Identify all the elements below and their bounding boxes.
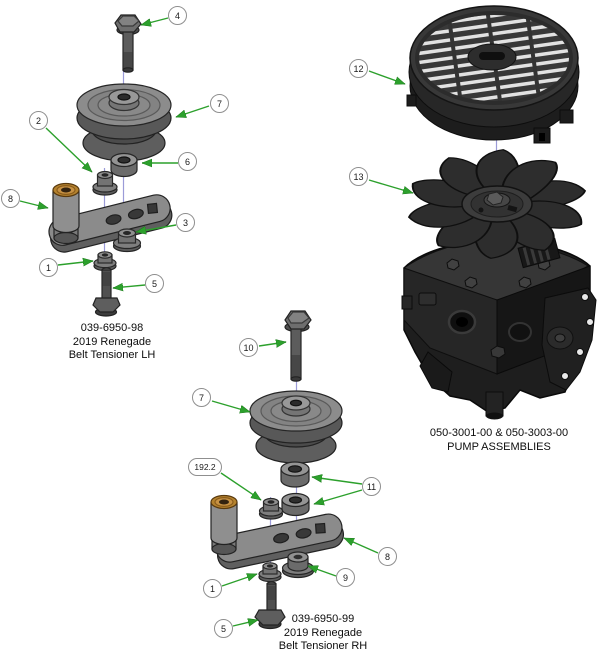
- spacer-11-lower: [281, 492, 310, 517]
- tensioner-arm-rh: [210, 494, 345, 570]
- idler-pulley-rh: [249, 390, 343, 464]
- rh-part-number: 039-6950-99: [291, 613, 355, 625]
- callout-7-lh: 7: [210, 94, 229, 113]
- hex-bolt-10: [284, 310, 312, 382]
- idler-pulley-lh: [76, 83, 172, 162]
- callout-11: 11: [362, 477, 381, 496]
- caption-belt-tensioner-lh: 039-6950-98 2019 Renegade Belt Tensioner…: [37, 322, 187, 363]
- callout-arrows: [19, 17, 413, 627]
- pump-assembly: [401, 5, 597, 420]
- pump-part-numbers: 050-3001-00 & 050-3003-00: [429, 427, 569, 439]
- lh-assembly: [48, 14, 173, 317]
- spacer-6: [110, 152, 138, 178]
- flanged-spacer-9: [281, 551, 315, 579]
- rh-description: Belt Tensioner RH: [278, 640, 368, 652]
- hex-bolt-5-lh: [92, 267, 121, 317]
- callout-1-rh: 1: [203, 579, 222, 598]
- callout-13: 13: [349, 167, 368, 186]
- flange-nut-2: [92, 170, 118, 196]
- callout-5-lh: 5: [145, 274, 164, 293]
- lh-model: 2019 Renegade: [72, 335, 152, 348]
- tensioner-arm-lh: [48, 182, 173, 253]
- cooling-fan: [402, 145, 592, 263]
- callout-4: 4: [168, 6, 187, 25]
- callout-192-2: 192.2: [188, 458, 222, 476]
- flange-nut-3: [112, 228, 142, 253]
- lh-description: Belt Tensioner LH: [68, 349, 156, 361]
- rh-model: 2019 Renegade: [283, 626, 363, 639]
- callout-9: 9: [336, 568, 355, 587]
- flange-nut-1-rh: [258, 562, 282, 583]
- pump-description: PUMP ASSEMBLIES: [447, 440, 551, 453]
- callout-2: 2: [29, 111, 48, 130]
- callout-8-lh: 8: [1, 189, 20, 208]
- callout-3: 3: [176, 213, 195, 232]
- callout-1-lh: 1: [39, 258, 58, 277]
- callout-8-rh: 8: [378, 547, 397, 566]
- caption-pump-assemblies: 050-3001-00 & 050-3003-00 PUMP ASSEMBLIE…: [408, 427, 590, 454]
- callout-7-rh: 7: [192, 388, 211, 407]
- hex-bolt-lh: [114, 14, 142, 73]
- hex-bolt-5-rh: [254, 581, 286, 630]
- caption-belt-tensioner-rh: 039-6950-99 2019 Renegade Belt Tensioner…: [248, 613, 398, 654]
- callout-5-rh: 5: [214, 619, 233, 638]
- callout-10: 10: [239, 338, 258, 357]
- callout-12: 12: [349, 59, 368, 78]
- spacer-11-upper: [280, 461, 310, 488]
- pump-body: [401, 235, 597, 420]
- flange-nut-192: [258, 497, 284, 520]
- fan-shroud: [406, 5, 580, 144]
- callout-6: 6: [178, 152, 197, 171]
- rh-assembly: [210, 310, 345, 630]
- lh-part-number: 039-6950-98: [80, 322, 144, 334]
